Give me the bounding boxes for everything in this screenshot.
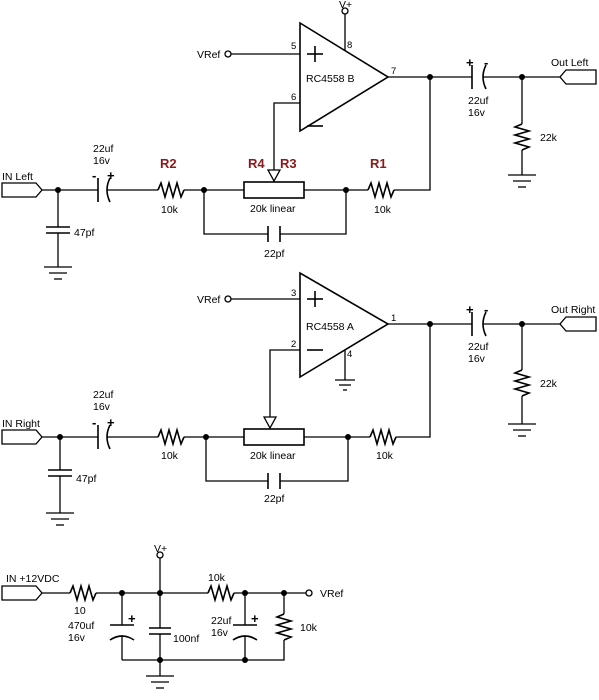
svg-text:22uf: 22uf <box>468 95 489 107</box>
in-left-label: IN Left <box>2 171 33 183</box>
svg-text:-: - <box>92 415 96 430</box>
svg-text:IN +12VDC: IN +12VDC <box>6 573 60 585</box>
svg-text:22uf: 22uf <box>211 615 232 627</box>
vplus-terminal <box>341 7 349 15</box>
resistor-10-ohm <box>69 583 97 603</box>
resistor-22k-left <box>512 123 532 151</box>
vplus-terminal <box>156 551 164 559</box>
svg-text:IN Right: IN Right <box>2 418 40 430</box>
power-supply: IN +12VDC 10 V+ + 470uf 16v 100nf <box>1 543 343 689</box>
out-right-connector <box>559 316 597 332</box>
ground-symbol <box>508 174 536 188</box>
svg-text:+: + <box>251 611 259 626</box>
svg-text:+: + <box>107 168 115 183</box>
svg-text:8: 8 <box>347 40 352 51</box>
svg-text:10k: 10k <box>161 450 179 462</box>
svg-text:2: 2 <box>291 339 296 350</box>
svg-text:-: - <box>484 302 488 317</box>
left-channel: IN Left 47pf - + 22uf 16v R2 10k 20k lin… <box>1 0 597 280</box>
svg-text:RC4558 B: RC4558 B <box>306 73 354 85</box>
svg-text:VRef: VRef <box>197 294 220 306</box>
svg-text:3: 3 <box>291 288 296 299</box>
svg-text:V+: V+ <box>339 0 352 11</box>
svg-text:16v: 16v <box>93 155 111 167</box>
ground-symbol <box>46 512 74 526</box>
svg-text:16v: 16v <box>468 107 486 119</box>
in-right-connector <box>1 429 43 445</box>
svg-text:100nf: 100nf <box>173 633 199 645</box>
svg-text:22k: 22k <box>540 132 558 144</box>
ground-symbol <box>146 675 174 689</box>
svg-text:20k linear: 20k linear <box>250 450 296 462</box>
svg-text:16v: 16v <box>468 353 486 365</box>
svg-text:22pf: 22pf <box>264 248 285 260</box>
svg-text:RC4558 A: RC4558 A <box>306 321 354 333</box>
svg-text:16v: 16v <box>211 627 229 639</box>
svg-text:R3: R3 <box>280 156 297 171</box>
in-left-connector <box>1 182 43 198</box>
svg-text:VRef: VRef <box>197 49 220 61</box>
svg-text:16v: 16v <box>93 401 111 413</box>
resistor-22k-right <box>512 369 532 397</box>
svg-text:+: + <box>107 415 115 430</box>
svg-text:22uf: 22uf <box>468 341 489 353</box>
svg-text:47pf: 47pf <box>74 227 95 239</box>
svg-text:22uf: 22uf <box>93 143 114 155</box>
svg-text:6: 6 <box>291 92 296 103</box>
resistor-10k-vref-ground <box>274 613 294 641</box>
svg-text:22uf: 22uf <box>93 389 114 401</box>
svg-text:+: + <box>128 611 136 626</box>
svg-text:10k: 10k <box>376 450 394 462</box>
svg-text:10k: 10k <box>208 572 226 584</box>
svg-text:10k: 10k <box>300 622 318 634</box>
svg-text:10k: 10k <box>161 204 179 216</box>
svg-text:R1: R1 <box>370 156 387 171</box>
svg-text:16v: 16v <box>68 632 86 644</box>
pot-wiper-arrow <box>262 416 278 430</box>
svg-text:-: - <box>484 55 488 70</box>
opamp-rc4558-a <box>299 271 390 379</box>
svg-text:V+: V+ <box>154 543 167 555</box>
svg-text:20k linear: 20k linear <box>250 203 296 215</box>
svg-text:+: + <box>466 302 474 317</box>
svg-text:+: + <box>466 55 474 70</box>
svg-text:4: 4 <box>347 349 352 360</box>
svg-text:7: 7 <box>391 66 396 77</box>
svg-text:470uf: 470uf <box>68 620 94 632</box>
svg-text:R4: R4 <box>248 156 265 171</box>
vref-terminal <box>224 50 232 58</box>
svg-text:-: - <box>92 168 96 183</box>
svg-text:10: 10 <box>74 605 86 617</box>
ground-symbol <box>335 379 355 391</box>
svg-text:Out Left: Out Left <box>551 57 588 69</box>
ground-symbol <box>508 423 536 437</box>
pot-20k-right <box>243 428 305 446</box>
vref-terminal <box>224 295 232 303</box>
in-12vdc-connector <box>1 585 43 601</box>
ground-symbol <box>44 266 72 280</box>
resistor-r1 <box>367 180 395 200</box>
svg-text:10k: 10k <box>374 204 392 216</box>
vref-terminal <box>305 589 313 597</box>
resistor-10k-right-fb <box>369 427 397 447</box>
svg-text:47pf: 47pf <box>76 473 97 485</box>
pot-wiper-arrow <box>266 169 282 183</box>
resistor-10k-right-in <box>157 427 185 447</box>
svg-text:22pf: 22pf <box>264 493 285 505</box>
svg-text:5: 5 <box>291 41 296 52</box>
out-left-connector <box>559 69 597 85</box>
svg-text:22k: 22k <box>540 378 558 390</box>
svg-text:1: 1 <box>391 313 396 324</box>
resistor-r2 <box>157 180 185 200</box>
resistor-10k-vref <box>207 583 235 603</box>
svg-text:VRef: VRef <box>320 588 343 600</box>
right-channel: IN Right 47pf - + 22uf 16v 10k 20k linea… <box>1 271 597 526</box>
opamp-rc4558-b <box>299 21 390 133</box>
svg-text:Out Right: Out Right <box>551 304 595 316</box>
pot-20k-left <box>243 181 305 199</box>
svg-text:R2: R2 <box>160 156 177 171</box>
